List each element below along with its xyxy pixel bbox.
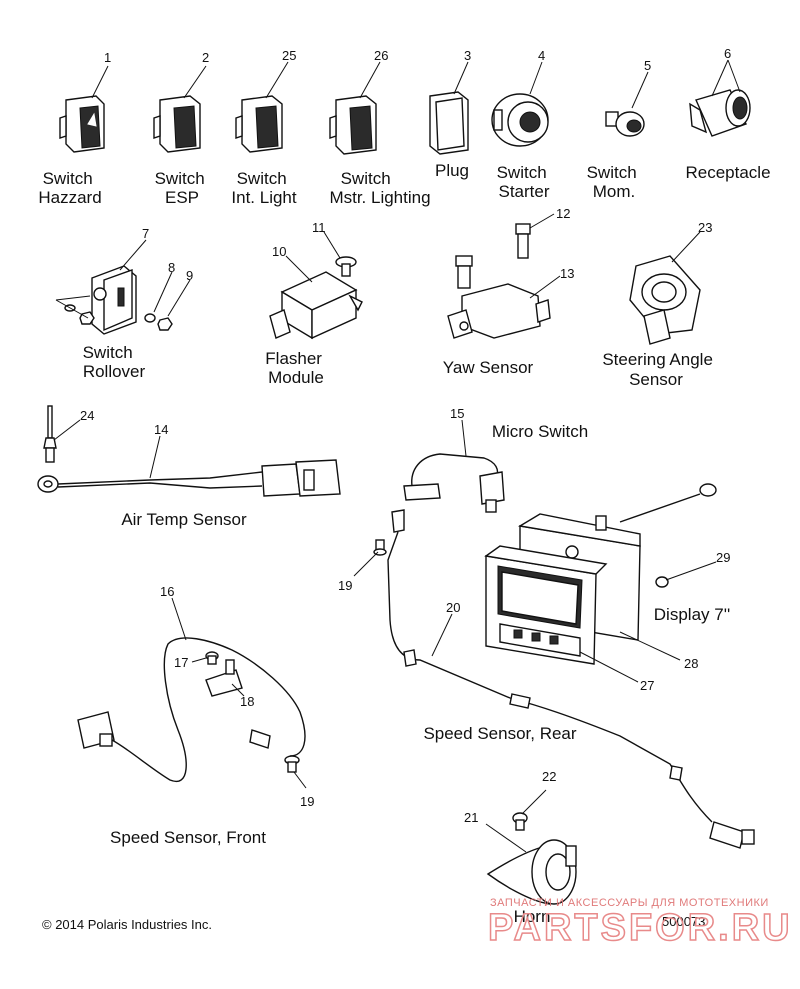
diagram-number: 500073 — [662, 914, 705, 929]
label-micro-switch: Micro Switch — [492, 422, 588, 441]
switch-starter-part — [491, 93, 549, 147]
callout-21: 21 — [464, 810, 478, 825]
switch-mstr-lighting-part — [329, 95, 377, 155]
plug-part — [429, 91, 469, 155]
label-switch-rollover-1: Switch — [83, 343, 133, 362]
screw-29-part — [655, 576, 669, 588]
callout-29: 29 — [716, 550, 730, 565]
callout-23: 23 — [698, 220, 712, 235]
svg-text:Steering Angle Sensor: Steering Angle Sensor — [602, 350, 717, 389]
label-horn: Horn — [514, 907, 551, 926]
callout-10: 10 — [272, 244, 286, 259]
rivet-24-part — [43, 405, 57, 463]
horn-part — [486, 839, 577, 905]
label-switch-mstr-lighting-1: Switch — [341, 169, 391, 188]
yaw-sensor-part — [447, 223, 551, 339]
callout-5: 5 — [644, 58, 651, 73]
callout-18: 18 — [240, 694, 254, 709]
label-air-temp-sensor: Air Temp Sensor — [121, 510, 247, 529]
svg-text:Switch ESP: Switch ESP — [155, 169, 210, 207]
callout-22: 22 — [542, 769, 556, 784]
bolt-22-part — [512, 812, 528, 831]
label-switch-mom-2: Mom. — [593, 182, 636, 201]
bolt-17-part — [205, 651, 219, 665]
callout-14: 14 — [154, 422, 168, 437]
switch-hazzard-part — [59, 95, 105, 153]
speed-sensor-front-part — [77, 637, 306, 783]
callout-6: 6 — [724, 46, 731, 61]
label-switch-int-light-2: Int. Light — [231, 188, 296, 207]
label-switch-starter-1: Switch — [497, 163, 547, 182]
callout-13: 13 — [560, 266, 574, 281]
svg-text:Switch Int. Light: Switch Int. Light — [231, 169, 296, 207]
bolt-19-rear-part — [373, 539, 387, 556]
callout-25: 25 — [282, 48, 296, 63]
switch-esp-part — [153, 95, 201, 153]
receptacle-part — [689, 89, 751, 137]
label-speed-sensor-rear: Speed Sensor, Rear — [423, 724, 576, 743]
bracket-18-part — [205, 659, 243, 697]
callout-28: 28 — [684, 656, 698, 671]
label-plug: Plug — [435, 161, 469, 180]
svg-text:Switch Mstr. Lighting: Switch Mstr. Lighting — [329, 169, 430, 207]
callout-7: 7 — [142, 226, 149, 241]
fastener-11-part — [335, 256, 357, 277]
label-switch-mstr-lighting-2: Mstr. Lighting — [329, 188, 430, 207]
switch-rollover-part — [91, 265, 137, 335]
label-switch-esp-1: Switch — [155, 169, 205, 188]
label-switch-esp-2: ESP — [165, 188, 199, 207]
steering-angle-sensor-part — [629, 255, 701, 345]
label-steering-angle-sensor-1: Steering Angle — [602, 350, 713, 369]
callout-12: 12 — [556, 206, 570, 221]
callout-16: 16 — [160, 584, 174, 599]
washer-8-part — [144, 313, 156, 323]
micro-switch-part — [403, 453, 505, 513]
nut-9-part — [157, 317, 173, 331]
label-display: Display 7'' — [654, 605, 730, 624]
switch-int-light-part — [235, 95, 283, 153]
flasher-module-part — [269, 271, 363, 340]
callout-2: 2 — [202, 50, 209, 65]
copyright-text: © 2014 Polaris Industries Inc. — [42, 917, 212, 932]
label-flasher-module-1: Flasher — [265, 349, 322, 368]
display-part — [484, 483, 717, 665]
callout-1: 1 — [104, 50, 111, 65]
label-switch-mom-1: Switch — [587, 163, 637, 182]
callout-15: 15 — [450, 406, 464, 421]
svg-text:Switch Mom.: Switch Mom. — [587, 163, 642, 201]
svg-text:Flasher Module: Flasher Module — [265, 349, 326, 387]
callout-8: 8 — [168, 260, 175, 275]
label-switch-rollover-2: Rollover — [83, 362, 146, 381]
callout-20: 20 — [446, 600, 460, 615]
label-switch-starter-2: Starter — [498, 182, 549, 201]
label-switch-hazzard-1: Switch — [43, 169, 93, 188]
air-temp-sensor-part — [37, 459, 341, 497]
svg-text:Switch Rollover: Switch Rollover — [83, 343, 146, 381]
callout-17: 17 — [174, 655, 188, 670]
label-switch-int-light-1: Switch — [237, 169, 287, 188]
callout-9: 9 — [186, 268, 193, 283]
callout-4: 4 — [538, 48, 545, 63]
label-switch-hazzard-2: Hazzard — [38, 188, 101, 207]
label-flasher-module-2: Module — [268, 368, 324, 387]
speed-sensor-rear-part — [387, 509, 755, 849]
switch-mom-part — [605, 111, 645, 137]
callout-3: 3 — [464, 48, 471, 63]
bolt-19-front-part — [284, 755, 300, 773]
callout-26: 26 — [374, 48, 388, 63]
watermark-tagline: ЗАПЧАСТИ И АКСЕССУАРЫ ДЛЯ МОТОТЕХНИКИ — [490, 897, 769, 909]
callout-19-rear: 19 — [338, 578, 352, 593]
label-speed-sensor-front: Speed Sensor, Front — [110, 828, 266, 847]
callout-24: 24 — [80, 408, 94, 423]
label-receptacle: Receptacle — [685, 163, 770, 182]
label-steering-angle-sensor-2: Sensor — [629, 370, 683, 389]
svg-text:Switch Starter: Switch Starter — [497, 163, 552, 201]
watermark-brand: PARTSFOR.RU — [488, 907, 793, 949]
callout-19-front: 19 — [300, 794, 314, 809]
label-yaw-sensor: Yaw Sensor — [443, 358, 534, 377]
callout-11: 11 — [312, 220, 326, 235]
svg-text:Switch Hazzard: Switch Hazzard — [38, 169, 101, 207]
callout-27: 27 — [640, 678, 654, 693]
